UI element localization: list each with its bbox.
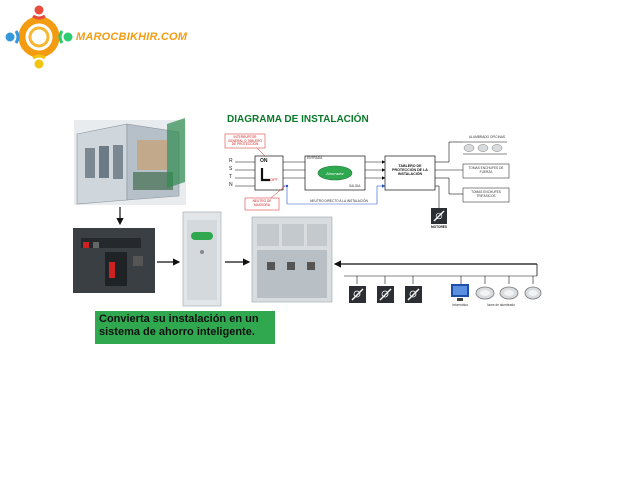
site-logo[interactable]: MAROCBIKHIR.COM (2, 4, 202, 70)
lamp-icon (524, 286, 542, 300)
svg-text:Ahorrador: Ahorrador (325, 171, 344, 176)
office-lighting-label: ALUMBRADO OFICINAS (468, 135, 506, 139)
lamp-icon (491, 144, 503, 152)
motor-icon (405, 286, 422, 303)
lamp-icon (475, 286, 495, 300)
lamp-icon (463, 144, 475, 152)
motor-icon (377, 286, 394, 303)
protection-board-box (384, 155, 436, 191)
main-switch-callout: INTERRUPTOR GENERAL O TABLERO DE PROTECC… (228, 135, 262, 147)
power-sockets-label: TOMAS ENCHUFES DE FUERZA (468, 166, 504, 174)
motor-icon (431, 208, 447, 224)
computing-label: informática (452, 303, 468, 307)
lighting-label: luces de alumbrado (487, 303, 515, 307)
phase-label: N (229, 182, 233, 188)
switch-off-label: OFF (270, 177, 278, 182)
lamp-icon (477, 144, 489, 152)
motor-icon (349, 286, 366, 303)
three-phase-sockets-label: TOMAS ENCHUFES TRIFÁSICOS (471, 190, 501, 198)
promo-line-2: sistema de ahorro inteligente. (99, 326, 255, 338)
promo-banner: Convierta su instalación en un sistema d… (95, 311, 275, 344)
distribution-panel-photo (251, 216, 333, 303)
computer-icon (451, 284, 469, 301)
phase-label: S (229, 166, 233, 172)
promo-line-1: Convierta su instalación en un (99, 313, 259, 325)
neutral-direct-label: NEUTRO DIRECTO A LA INSTALACIÓN (310, 199, 368, 203)
saver-output-label: SALIDA (349, 184, 361, 188)
cabinet-photo (74, 118, 186, 205)
neutral-callout: NEUTRO DE MASSORA (252, 199, 272, 207)
diagram-title: DIAGRAMA DE INSTALACIÓN (227, 114, 369, 125)
phase-label: T (229, 174, 233, 180)
motors-label: MOTORES (430, 225, 448, 229)
protection-board-label: TABLERO DE PROTECCIÓN DE LA INSTALACIÓN (392, 164, 428, 177)
lamp-icon (499, 286, 519, 300)
logo-people-icon (5, 5, 73, 69)
main-switch-box (254, 155, 284, 191)
energy-saver-box (304, 155, 366, 191)
diagram-graphics: Ahorrador (73, 118, 542, 307)
energy-saver-cabinet-photo (182, 211, 222, 307)
logo-text: MAROCBIKHIR.COM (76, 31, 188, 43)
control-panel-photo (73, 228, 155, 293)
saver-input-label: ENTRADA (307, 156, 323, 160)
installation-diagram-slide: Ahorrador (67, 112, 542, 344)
phase-label: R (229, 158, 233, 164)
switch-on-label: ON (260, 158, 268, 164)
